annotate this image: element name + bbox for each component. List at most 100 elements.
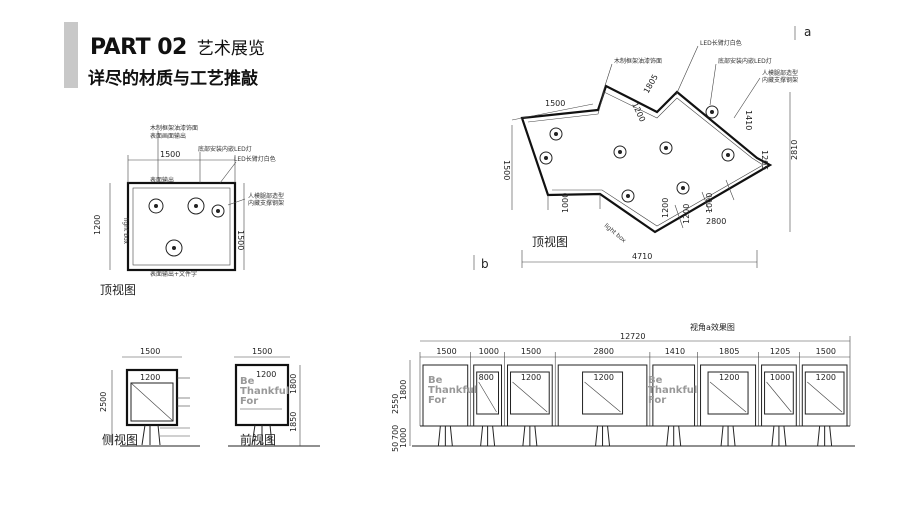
plan-left-note-4: 人模腿部造型 (248, 192, 284, 200)
plan-left-note-0: 木制框架油漆饰面 (150, 124, 198, 132)
title-line: PART 02 艺术展览 (90, 34, 265, 60)
elevation-frame (764, 371, 794, 415)
side-dim-height: 2500 (99, 392, 108, 412)
plan-right-dim-0: 1500 (545, 99, 565, 108)
plan-box-outline (126, 181, 237, 272)
plan-right-dim-10: 2800 (706, 217, 726, 226)
front-dim-h2: 1850 (289, 412, 298, 432)
plan-right-dim-7: 1200 (661, 198, 670, 218)
elev-text-2b: For (648, 395, 666, 406)
plan-left-dim-width: 1500 (160, 150, 180, 159)
elev-text-0b: Be (648, 375, 663, 386)
plan-left-note-1: 表面画面输出 (150, 132, 186, 140)
elev-text-1a: Thankful (428, 385, 477, 396)
elevation-seg-dim: 1500 (816, 347, 836, 356)
plan-box-inner (132, 187, 231, 266)
mannequin-legs (771, 425, 787, 447)
plan-right-note-1: 木制框架油漆饰面 (614, 57, 662, 65)
elevation-inner-dim: 1200 (719, 373, 739, 382)
mannequin-legs (437, 425, 453, 447)
elevation-inner-dim: 1200 (816, 373, 836, 382)
mannequin-legs (522, 425, 538, 447)
mannequin-legs (480, 425, 496, 447)
elevation-frame-diag (807, 381, 843, 413)
elev-text-2a: For (428, 395, 446, 406)
elevation-frame (582, 371, 624, 415)
plan-left-note-5: 内藏支撑钢架 (248, 199, 284, 207)
elevation-seg-dim: 1500 (436, 347, 456, 356)
elevation-seg-dim: 1500 (521, 347, 541, 356)
plan-view-left: 1500 1200 1500 light box 木制框架油漆饰面 表面画面输出… (93, 124, 284, 297)
plan-right-dim-total: 4710 (632, 252, 652, 261)
side-view: 1500 1200 2500 侧视图 (99, 347, 200, 447)
front-dim-h1: 1800 (289, 374, 298, 394)
plan-left-note-7: 表面输出+文件字 (150, 270, 197, 278)
plan-left-lightbox-label: light box (122, 218, 129, 245)
plan-right-note-2: 底部安装内嵌LED灯 (718, 57, 772, 65)
plan-right-dim-8: 1000 (705, 193, 714, 213)
plan-right-lightbox-label: light box (603, 222, 628, 244)
side-dim-inner: 1200 (140, 373, 160, 382)
elevation-total-dim: 12720 (620, 332, 645, 341)
plan-left-note-6: 表面输出 (150, 176, 174, 184)
front-dim-width: 1500 (252, 347, 272, 356)
elev-height-0: 1800 (399, 380, 408, 400)
elevation-title: 视角a效果图 (690, 322, 735, 332)
plan-right-mannequins (539, 105, 735, 203)
side-dim-width: 1500 (140, 347, 160, 356)
plan-right-dim-6: 2810 (790, 140, 799, 160)
plan-left-note-3: LED长臂灯白色 (234, 155, 276, 163)
elevation-seg-dim: 1805 (719, 347, 739, 356)
elevation-frame (476, 371, 500, 415)
section-subtitle: 艺术展览 (196, 39, 265, 59)
mannequin-legs (595, 425, 611, 447)
elevation-inner-dim: 1200 (521, 373, 541, 382)
elev-height-3: 700 (391, 425, 400, 440)
elevation-seg-dim: 1410 (665, 347, 685, 356)
elev-height-4: 50 (391, 442, 400, 452)
plan-right-dim-9: 1200 (682, 204, 691, 224)
side-box (125, 368, 179, 427)
elevation-frame (707, 371, 749, 415)
side-view-label: 侧视图 (102, 432, 138, 447)
plan-view-right: a b 1500 1200 1805 1410 1205 1500 (473, 25, 811, 271)
elevation-frame (804, 371, 845, 415)
plan-right-dim-5: 1500 (502, 160, 511, 180)
elevation-frame (510, 371, 550, 415)
elevation-frame-diag (709, 381, 747, 413)
plan-right-note-0: LED长臂灯白色 (700, 39, 742, 47)
plan-right-note-4: 内藏支撑钢架 (762, 76, 798, 84)
elevation-seg-dim: 1205 (770, 347, 790, 356)
elevation-frame-diag (584, 381, 621, 413)
front-dim-inner: 1200 (256, 370, 276, 379)
plan-left-view-label: 顶视图 (100, 282, 136, 297)
front-text-1: Thankful (240, 386, 289, 397)
plan-left-note-2: 底部安装内嵌LED灯 (198, 145, 252, 153)
elevation-seg-dim: 2800 (594, 347, 614, 356)
title-accent-bar (64, 22, 78, 88)
mannequin-symbols (148, 197, 225, 257)
corner-a-label: a (804, 25, 811, 39)
plan-right-dim-3: 1410 (744, 110, 753, 130)
plan-left-dim-height: 1200 (93, 215, 102, 235)
plan-left-dim-right: 1500 (236, 230, 245, 250)
elev-height-1: 2550 (391, 394, 400, 414)
page-title: 详尽的材质与工艺推敲 (88, 69, 258, 89)
elev-height-2: 1000 (399, 428, 408, 448)
elevation-inner-dim: 1200 (594, 373, 614, 382)
plan-right-dim-2: 1805 (642, 73, 660, 95)
elevation-inner-dim: 1000 (770, 373, 790, 382)
front-text-2: For (240, 396, 258, 407)
elevation-frame-diag (512, 381, 548, 413)
elevation-frame-diag (766, 381, 792, 413)
plan-right-note-3: 人模腿部造型 (762, 69, 798, 77)
part-label: PART 02 (90, 35, 187, 60)
mannequin-legs (666, 425, 682, 447)
elevation-frame-diag (478, 381, 497, 413)
elev-text-0a: Be (428, 375, 443, 386)
plan-right-dim-4: 1205 (760, 150, 769, 170)
plan-right-view-label: 顶视图 (532, 234, 568, 249)
elevation-seg-dim: 1000 (479, 347, 499, 356)
